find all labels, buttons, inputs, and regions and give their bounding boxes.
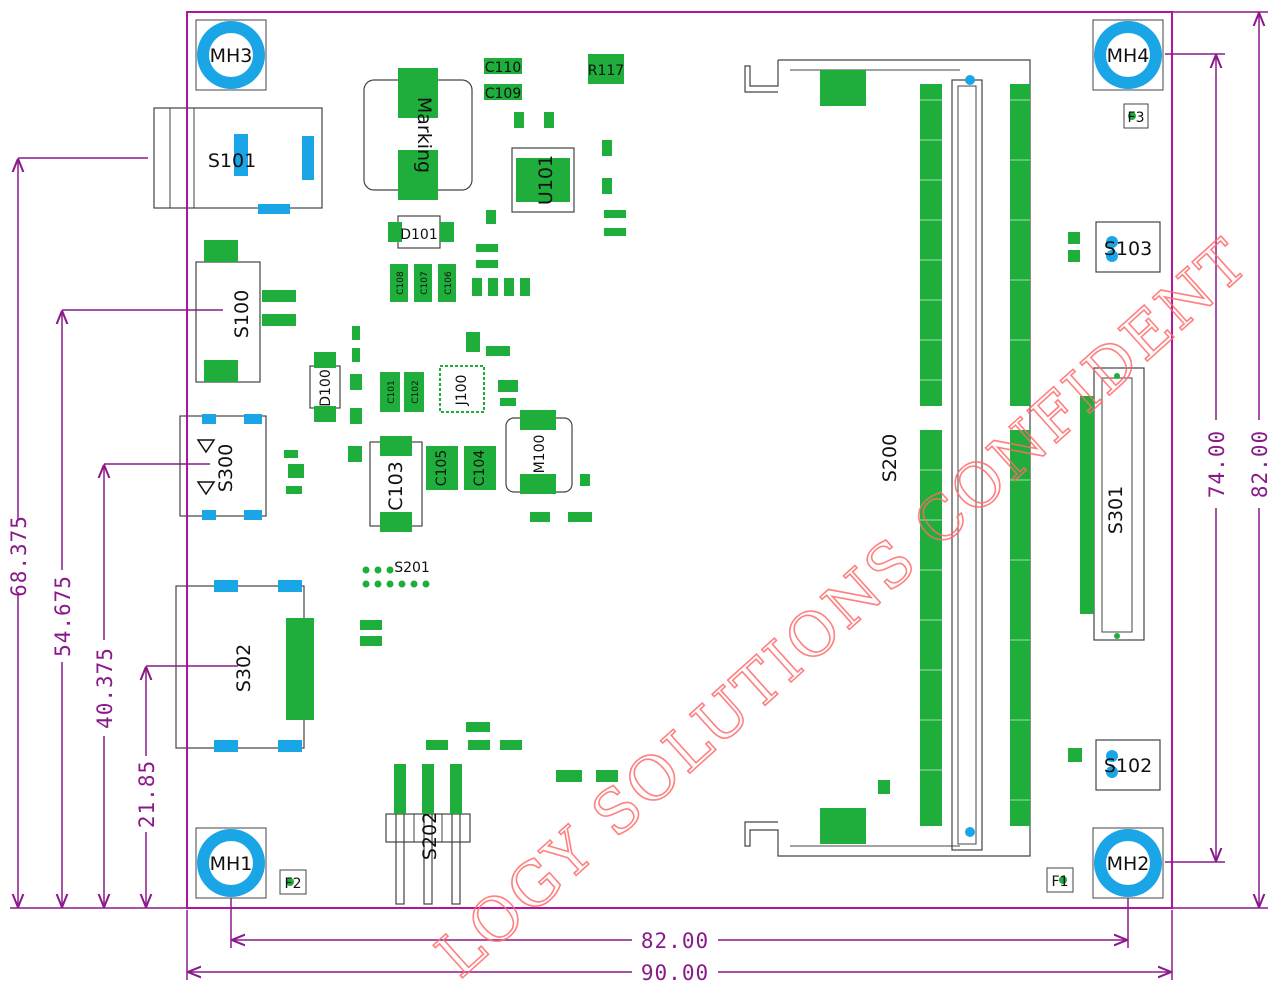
svg-text:C109: C109 (485, 86, 522, 102)
capacitor-c108: C108 (390, 264, 408, 302)
svg-text:C101: C101 (387, 380, 397, 403)
dim-54-675: 54.675 (51, 575, 75, 657)
connector-s300: S300 (179, 414, 304, 520)
svg-text:S302: S302 (233, 644, 255, 692)
svg-text:J100: J100 (454, 375, 470, 407)
svg-text:MH3: MH3 (210, 45, 253, 67)
connector-s101: S101 (153, 107, 323, 214)
small-passives-low (360, 232, 1082, 794)
svg-text:C110: C110 (485, 60, 522, 76)
dimension-lines (10, 11, 1268, 980)
connector-s302: S302 (175, 580, 314, 752)
svg-text:F1: F1 (1052, 874, 1069, 890)
dim-21-85: 21.85 (135, 760, 159, 828)
dim-82-00-vertical: 82.00 (1248, 430, 1272, 498)
svg-text:U101: U101 (535, 155, 557, 205)
ic-u101: U101 (511, 147, 575, 213)
svg-text:C102: C102 (411, 380, 421, 403)
svg-text:MH1: MH1 (210, 853, 253, 875)
fiducial-f1: F1 (1046, 867, 1074, 893)
svg-text:S201: S201 (394, 560, 430, 576)
header-s202: S202 (385, 764, 471, 905)
testpoints-s201: S201 (362, 560, 430, 588)
svg-text:S202: S202 (419, 812, 441, 860)
dim-68-375: 68.375 (7, 515, 31, 597)
svg-text:S102: S102 (1104, 755, 1152, 777)
svg-text:S301: S301 (1105, 486, 1127, 534)
small-passives-mid (348, 326, 592, 522)
dim-74-00: 74.00 (1205, 430, 1229, 498)
fiducial-f2: F2 (279, 869, 307, 895)
capacitor-c103: C103 (369, 436, 423, 532)
diode-d100: D100 (309, 352, 341, 422)
svg-text:M100: M100 (532, 435, 548, 474)
svg-text:S100: S100 (231, 290, 253, 338)
inductor-marking: Marking (363, 68, 473, 200)
capacitor-c102: C102 (404, 372, 424, 412)
capacitor-c110: C110 (484, 58, 522, 76)
svg-text:C103: C103 (385, 461, 407, 511)
switch-s102: S102 (1095, 739, 1161, 791)
resistor-r117: R117 (588, 54, 624, 84)
mounting-hole-mh2: MH2 (1092, 827, 1164, 899)
mounting-hole-mh4: MH4 (1092, 19, 1164, 91)
svg-text:D101: D101 (400, 227, 438, 243)
mounting-hole-mh1: MH1 (195, 827, 267, 899)
capacitor-c104: C104 (464, 446, 496, 490)
svg-text:MH4: MH4 (1107, 45, 1150, 67)
connector-j100: J100 (439, 365, 485, 413)
svg-text:Marking: Marking (413, 97, 435, 173)
svg-text:S103: S103 (1104, 238, 1152, 260)
svg-text:C104: C104 (472, 450, 488, 487)
capacitor-c107: C107 (414, 264, 432, 302)
capacitor-c106: C106 (438, 264, 456, 302)
svg-text:S200: S200 (879, 434, 901, 482)
diode-d101: D101 (388, 215, 454, 249)
small-passives-top (472, 112, 626, 296)
mounting-hole-mh3: MH3 (195, 19, 267, 91)
svg-text:S300: S300 (215, 444, 237, 492)
capacitor-c109: C109 (484, 84, 522, 102)
svg-text:C108: C108 (396, 271, 406, 295)
svg-text:C106: C106 (444, 271, 454, 295)
dim-40-375: 40.375 (93, 647, 117, 729)
switch-s103: S103 (1095, 221, 1161, 273)
svg-text:F3: F3 (1128, 110, 1145, 126)
connector-s100: S100 (195, 240, 296, 383)
connector-s301: S301 (1080, 367, 1145, 641)
svg-text:C105: C105 (434, 450, 450, 487)
svg-text:D100: D100 (318, 369, 334, 407)
capacitor-c105: C105 (426, 446, 458, 490)
svg-text:S101: S101 (208, 150, 256, 172)
svg-text:C107: C107 (420, 271, 430, 294)
capacitor-c101: C101 (380, 372, 400, 412)
module-m100: M100 (505, 410, 573, 494)
socket-s200: S200 (744, 59, 1031, 857)
fiducial-f3: F3 (1123, 103, 1149, 129)
svg-text:F2: F2 (285, 876, 302, 892)
board-outline (186, 11, 1173, 909)
svg-text:R117: R117 (588, 63, 624, 79)
dim-82-00-horizontal: 82.00 (641, 929, 709, 953)
svg-text:MH2: MH2 (1107, 853, 1150, 875)
dim-90-00: 90.00 (641, 961, 709, 985)
